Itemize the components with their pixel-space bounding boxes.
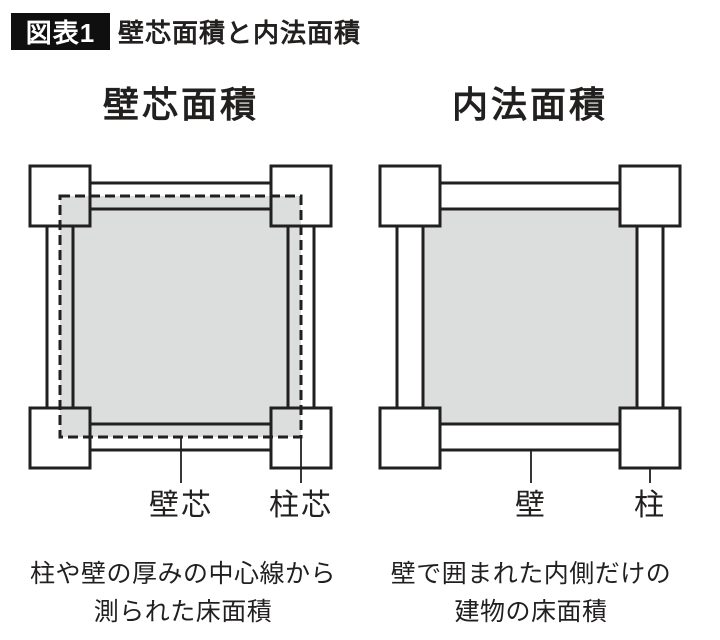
figure-number-badge: 図表1 xyxy=(11,13,110,50)
inner-area-panel-title: 内法面積 xyxy=(451,84,608,125)
figure-title: 壁芯面積と内法面積 xyxy=(118,13,361,50)
label-column-center: 柱芯 xyxy=(269,489,333,522)
label-wall-center: 壁芯 xyxy=(149,489,213,522)
corner-column xyxy=(378,406,442,470)
wall-core-area-fill xyxy=(60,196,301,437)
corner-column xyxy=(618,164,682,228)
inner-area-diagram xyxy=(378,164,682,483)
label-column: 柱 xyxy=(634,489,666,522)
inner-area-caption: 壁で囲まれた内側だけの 建物の床面積 xyxy=(359,555,703,631)
label-wall: 壁 xyxy=(515,489,547,522)
wall-core-diagram xyxy=(28,164,333,483)
corner-column xyxy=(618,406,682,470)
wall-lines xyxy=(395,181,665,452)
wall-core-caption: 柱や壁の厚みの中心線から 測られた床面積 xyxy=(11,555,355,631)
figure-title-text: 壁芯面積と内法面積 xyxy=(118,18,362,48)
corner-column xyxy=(378,164,442,228)
caption-line: 測られた床面積 xyxy=(93,598,273,626)
caption-line: 壁で囲まれた内側だけの xyxy=(390,560,672,588)
caption-line: 建物の床面積 xyxy=(454,598,608,626)
corner-columns xyxy=(378,164,682,470)
figure-number-label: 図表1 xyxy=(25,18,96,48)
inner-area-fill xyxy=(423,209,637,424)
wall-lines xyxy=(45,181,316,452)
caption-line: 柱や壁の厚みの中心線から xyxy=(29,560,336,588)
wall-core-panel-title: 壁芯面積 xyxy=(102,84,259,125)
